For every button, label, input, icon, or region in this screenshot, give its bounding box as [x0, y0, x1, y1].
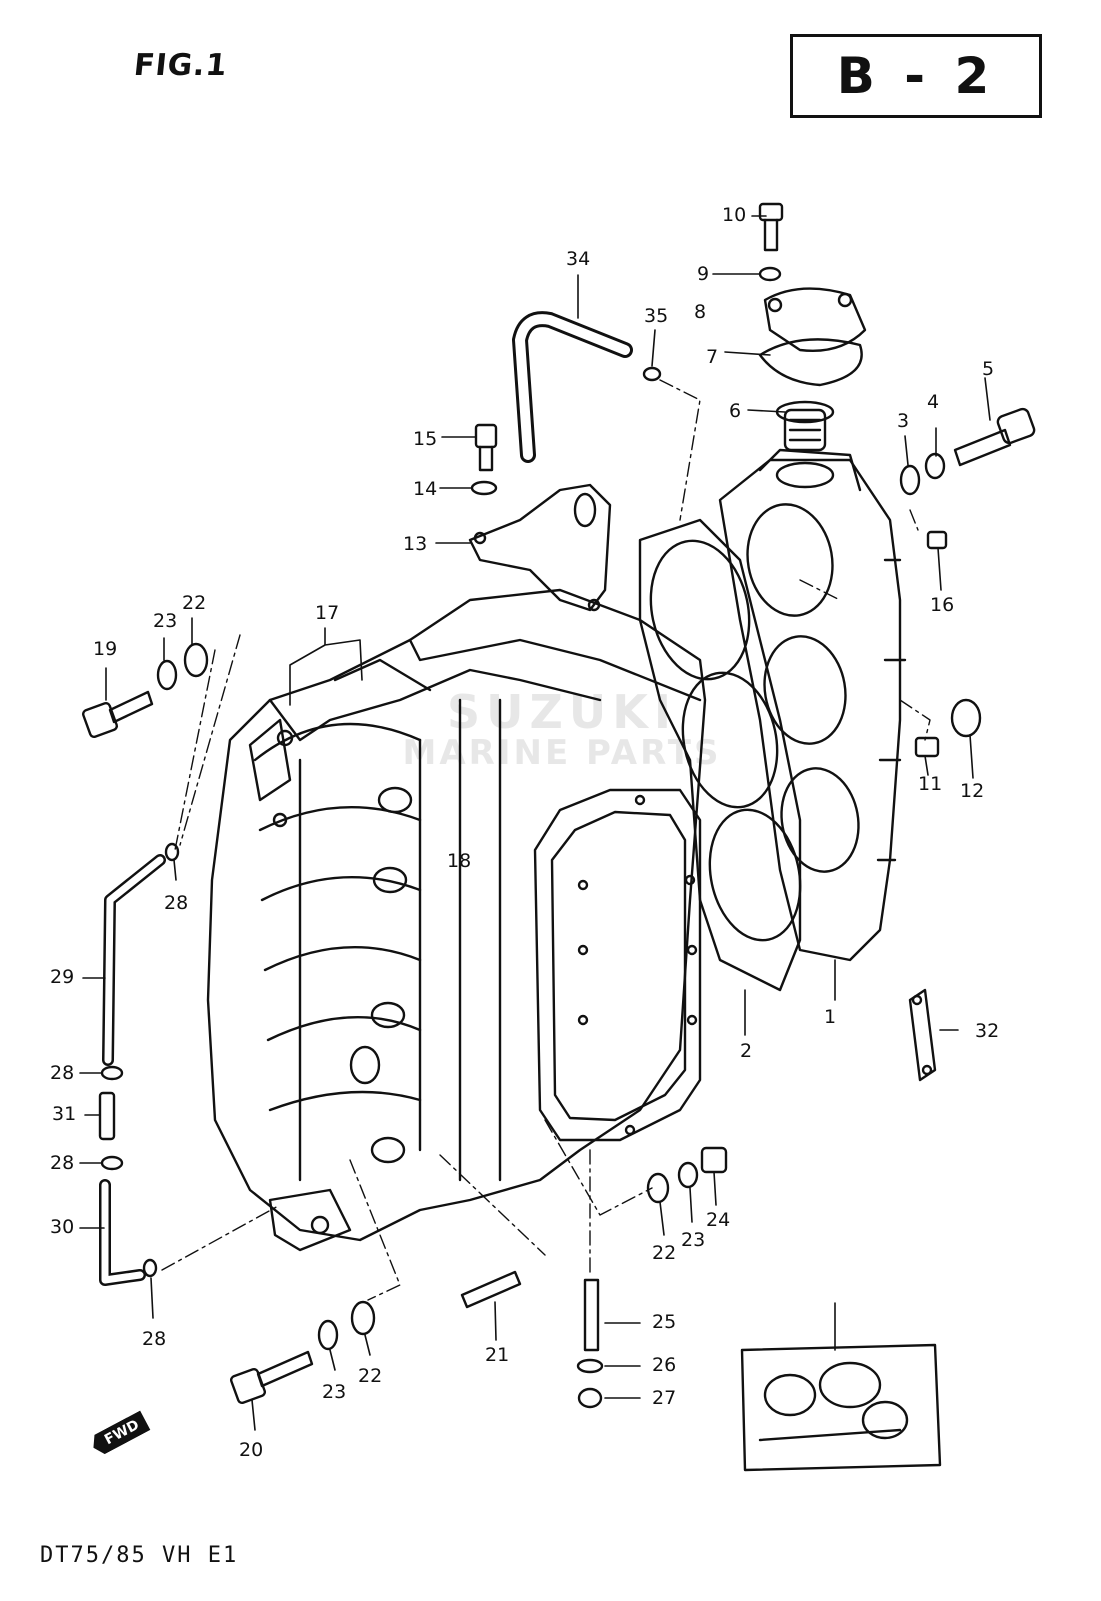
studs-drawing: [460, 1270, 604, 1409]
callout-26: 26: [652, 1354, 677, 1376]
callout-17: 17: [315, 602, 340, 624]
callout-33: 34: [566, 248, 591, 270]
callout-6: 6: [729, 400, 742, 422]
callout-11: 11: [918, 773, 943, 795]
cylinder-head-drawing: [718, 448, 907, 962]
callout-8: 8: [694, 301, 707, 323]
callout-28-upper: 28: [164, 892, 189, 914]
callout-7: 7: [706, 346, 719, 368]
callout-34: 35: [644, 305, 669, 327]
leader-lines: [79, 215, 991, 1431]
callout-22-top: 22: [182, 592, 207, 614]
callout-9: 9: [697, 263, 710, 285]
callout-23-top: 23: [153, 610, 178, 632]
callout-15: 15: [413, 428, 438, 450]
callout-23-bottom: 23: [322, 1381, 347, 1403]
watermark-line-1: SUZUKI: [447, 685, 677, 739]
callout-31: 31: [52, 1103, 77, 1125]
bracket-32-drawing: [908, 988, 937, 1082]
callout-13: 13: [403, 533, 428, 555]
callout-24: 24: [706, 1209, 731, 1231]
callout-5: 5: [982, 358, 995, 380]
callout-10: 10: [722, 204, 747, 226]
model-code: DT75/85 VH E1: [40, 1543, 239, 1568]
bolt-5-drawing: [899, 407, 1036, 496]
callout-28-lower: 28: [50, 1152, 75, 1174]
gasket-set-drawing: [740, 1343, 942, 1472]
callout-23-right: 23: [681, 1229, 706, 1251]
callout-18: 18: [447, 850, 472, 872]
callout-21: 21: [485, 1344, 510, 1366]
cylinder-block-drawing: [206, 588, 707, 1252]
callout-32: 32: [975, 1020, 1000, 1042]
bolt-19-drawing: [81, 642, 209, 739]
callout-19: 19: [93, 638, 118, 660]
bolt-20-drawing: [229, 1300, 376, 1405]
callout-14: 14: [413, 478, 438, 500]
watermark-line-2: MARINE PARTS: [402, 733, 722, 774]
section-code-box: B - 2: [790, 34, 1042, 118]
callout-16: 16: [930, 594, 955, 616]
callout-3: 3: [897, 410, 910, 432]
bracket-13-drawing: [468, 423, 612, 612]
callout-29: 29: [50, 966, 75, 988]
callout-28-middle: 28: [50, 1062, 75, 1084]
callout-2: 2: [740, 1040, 753, 1062]
callout-30: 30: [50, 1216, 75, 1238]
head-gasket-drawing: [638, 518, 802, 992]
thermostat-drawing: [758, 287, 867, 452]
callout-22-right: 22: [652, 1242, 677, 1264]
callout-28-bottom: 28: [142, 1328, 167, 1350]
plugs-drawing: [914, 530, 982, 758]
callout-27: 27: [652, 1387, 677, 1409]
exhaust-cover-drawing: [533, 788, 702, 1142]
callout-22-bottom: 22: [358, 1365, 383, 1387]
callout-12: 12: [960, 780, 985, 802]
callout-20: 20: [239, 1439, 264, 1461]
assembly-lines: [161, 379, 931, 1301]
section-code: B - 2: [836, 47, 996, 105]
callout-1: 1: [824, 1006, 837, 1028]
watermark: SUZUKI MARINE PARTS: [392, 688, 732, 772]
hoses-29-30-drawing: [98, 842, 180, 1286]
hose-33-drawing: [512, 311, 662, 463]
callout-4: 4: [927, 391, 940, 413]
callout-25: 25: [652, 1311, 677, 1333]
